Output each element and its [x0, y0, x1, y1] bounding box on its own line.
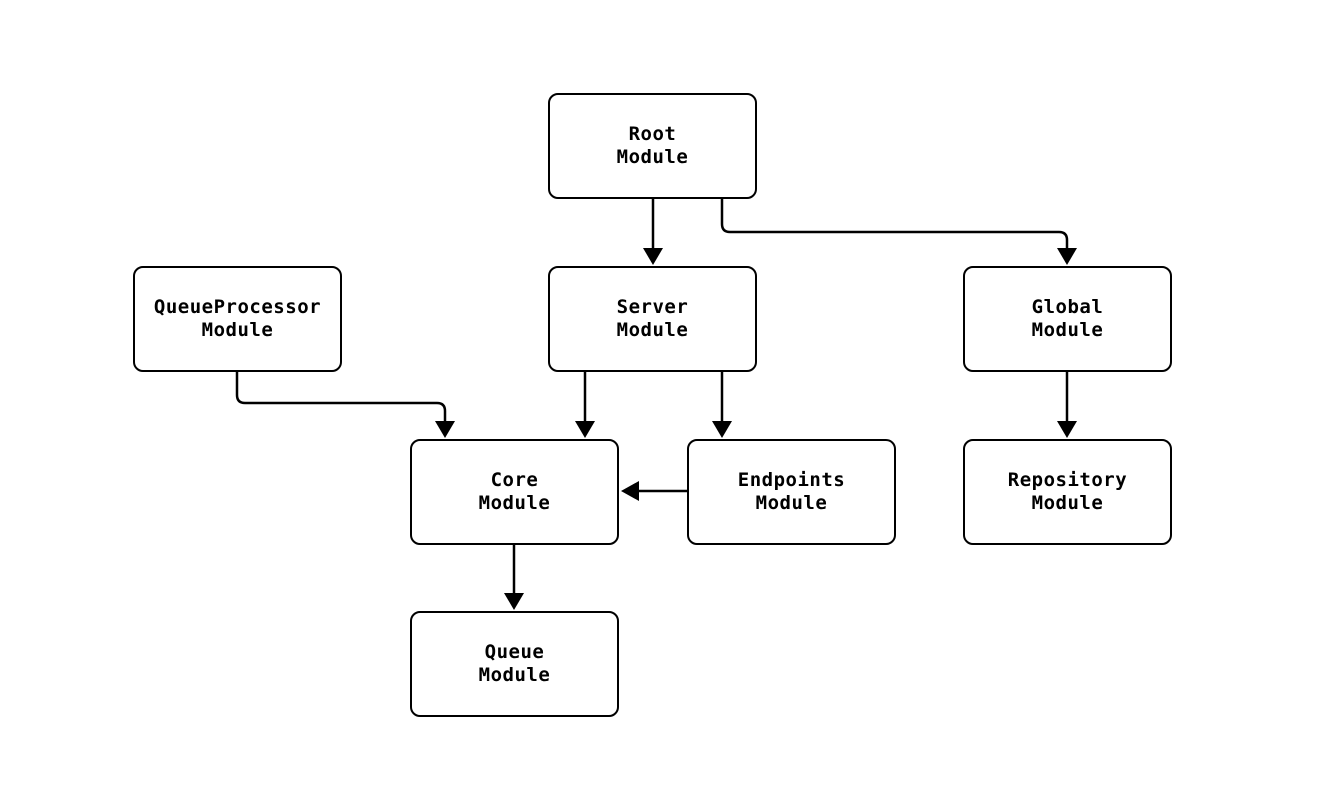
node-global-module-label-line1: Global [1031, 296, 1104, 318]
node-global-module-label-line2: Module [1031, 319, 1104, 341]
node-queue-module: Queue Module [410, 611, 619, 717]
node-queueprocessor-module-label-line1: QueueProcessor [153, 296, 322, 318]
node-global-module: Global Module [963, 266, 1172, 372]
arrowhead-global-to-repository [1057, 421, 1077, 438]
arrowhead-server-to-endpoints [712, 421, 732, 438]
node-queueprocessor-module: QueueProcessor Module [133, 266, 342, 372]
node-endpoints-module: Endpoints Module [687, 439, 896, 545]
node-endpoints-module-label-line2: Module [755, 492, 828, 514]
node-queue-module-label-line1: Queue [484, 641, 545, 663]
edge-root-to-global [720, 198, 1069, 250]
node-server-module-label-line2: Module [616, 319, 689, 341]
node-repository-module: Repository Module [963, 439, 1172, 545]
node-server-module: Server Module [548, 266, 757, 372]
arrowhead-core-to-queue [504, 593, 524, 610]
arrowhead-root-to-global [1057, 248, 1077, 265]
node-core-module-label-line1: Core [490, 469, 539, 491]
arrowhead-endpoints-to-core [621, 481, 639, 501]
node-queueprocessor-module-label-line2: Module [201, 319, 274, 341]
node-server-module-label-line1: Server [616, 296, 689, 318]
node-root-module: Root Module [548, 93, 757, 199]
node-core-module: Core Module [410, 439, 619, 545]
node-queue-module-label-line2: Module [478, 664, 551, 686]
node-root-module-label-line2: Module [616, 146, 689, 168]
edge-queueprocessor-to-core [235, 372, 447, 423]
node-core-module-label-line2: Module [478, 492, 551, 514]
arrowhead-root-to-server [643, 248, 663, 265]
arrowhead-queueprocessor-to-core [435, 421, 455, 438]
arrowhead-server-to-core [575, 421, 595, 438]
node-root-module-label-line1: Root [628, 123, 677, 145]
node-repository-module-label-line2: Module [1031, 492, 1104, 514]
node-repository-module-label-line1: Repository [1007, 469, 1128, 491]
node-endpoints-module-label-line1: Endpoints [737, 469, 846, 491]
